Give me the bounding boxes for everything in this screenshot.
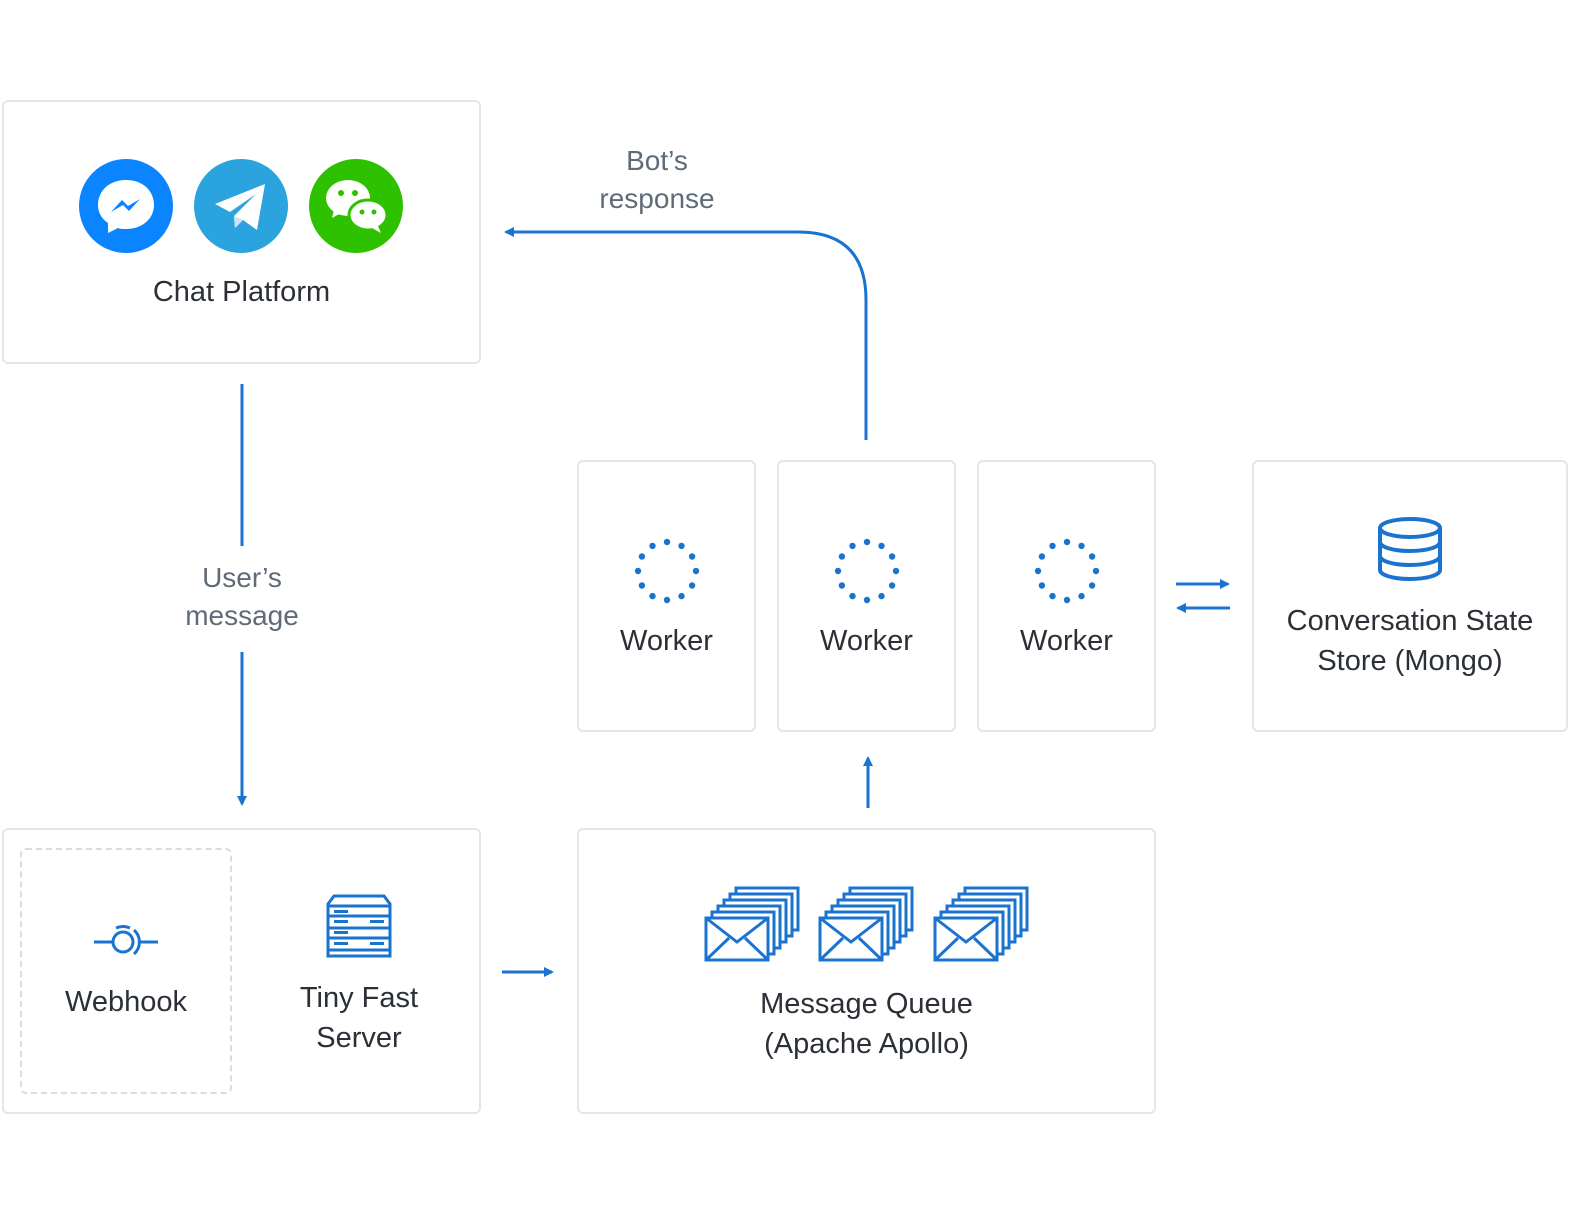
bot-response-label: Bot’s response — [599, 145, 715, 214]
messenger-icon — [79, 159, 173, 253]
server-label: Tiny Fast Server — [299, 982, 419, 1054]
server-icon — [326, 894, 392, 958]
worker-box-1 — [577, 460, 756, 732]
worker-spinner-icon — [834, 538, 900, 604]
database-icon — [1378, 517, 1442, 582]
state-store-box — [1252, 460, 1568, 732]
bot-response-arrow — [504, 227, 868, 440]
envelope-stack-icon — [818, 886, 914, 962]
message-queue-label: Message Queue (Apache Apollo) — [760, 988, 973, 1060]
worker-spinner-icon — [1034, 538, 1100, 604]
envelope-stack-icon — [933, 886, 1029, 962]
user-message-label: User’s message — [185, 562, 299, 631]
webhook-icon — [94, 925, 158, 956]
wechat-icon — [309, 159, 403, 253]
worker-box-3 — [977, 460, 1156, 732]
envelope-stack-icon — [704, 886, 800, 962]
worker-label: Worker — [820, 625, 913, 657]
webhook-label: Webhook — [65, 986, 187, 1018]
worker-label: Worker — [620, 625, 713, 657]
message-queue-box — [577, 828, 1156, 1114]
worker-spinner-icon — [634, 538, 700, 604]
telegram-icon — [194, 159, 288, 253]
worker-box-2 — [777, 460, 956, 732]
worker-label: Worker — [1020, 625, 1113, 657]
state-store-label: Conversation State Store (Mongo) — [1286, 605, 1534, 677]
webhook-box — [20, 848, 232, 1094]
chat-platform-label: Chat Platform — [152, 276, 331, 308]
server-box — [2, 828, 481, 1114]
